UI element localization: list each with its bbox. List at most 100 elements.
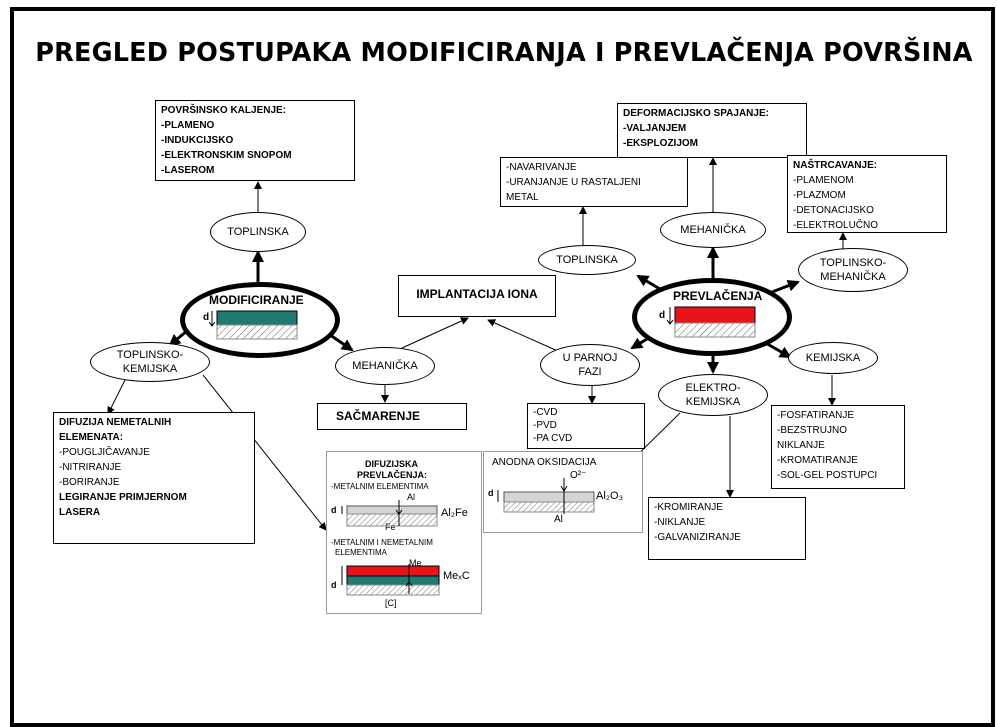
difuzija-item: LEGIRANJE PRIMJERNOM <box>59 492 187 503</box>
mehanicka-left-label: MEHANIČKA <box>352 360 418 372</box>
anodna-layer-icon <box>497 478 595 514</box>
nastrcavanje-item: -DETONACIJSKO <box>793 205 874 216</box>
difuzija-item: -NITRIRANJE <box>59 462 122 473</box>
fosfatiranje-box: -FOSFATIRANJE -BEZSTRUJNO NIKLANJE -KROM… <box>771 405 905 489</box>
difuzijska-mexc-layer-icon <box>341 564 440 596</box>
difuzijska-metalnim-label: -METALNIM ELEMENTIMA <box>331 482 429 491</box>
arrow-mehanicka-implantacija <box>401 317 469 349</box>
modificiranje-layer-icon <box>209 310 298 340</box>
prevlacenja-node: PREVLAČENJA d <box>632 278 792 356</box>
toplinska-right-label: TOPLINSKA <box>556 254 618 266</box>
deformacijsko-item: -VALJANJEM <box>623 123 687 134</box>
povrsinsko-kaljenje-item: -ELEKTRONSKIM SNOPOM <box>161 150 292 161</box>
difuzijska-title-1: DIFUZIJSKA <box>365 459 419 469</box>
difuzijska-fe-label: Fe <box>385 522 396 532</box>
navarivanje-item: -NAVARIVANJE <box>506 162 577 173</box>
u-parnoj-fazi-label-2: FAZI <box>578 366 602 378</box>
kemijska-node: KEMIJSKA <box>788 342 878 374</box>
difuzija-item: -POUGLJIČAVANJE <box>59 447 150 458</box>
difuzijska-al2fe-label: Al₂Fe <box>441 507 468 519</box>
modificiranje-label: MODIFICIRANJE <box>209 293 304 307</box>
difuzijska-c-label: [C] <box>385 598 397 608</box>
difuzija-title: ELEMENATA: <box>59 432 124 443</box>
modificiranje-d-label: d <box>203 312 210 323</box>
difuzija-box: DIFUZIJA NEMETALNIH ELEMENATA: -POUGLJIČ… <box>53 412 255 544</box>
kromiranje-item: -NIKLANJE <box>654 517 706 528</box>
difuzijska-d-label-1: d <box>331 505 337 515</box>
deformacijsko-item: -EKSPLOZIJOM <box>623 138 699 149</box>
povrsinsko-kaljenje-title: POVRŠINSKO KALJENJE: <box>161 105 287 116</box>
arrow-tk-difuzijska <box>202 374 327 531</box>
difuzijska-al2fe-layer-icon <box>341 500 438 527</box>
difuzijska-al-label: Al <box>407 492 416 502</box>
nastrcavanje-item: -PLAMENOM <box>793 175 854 186</box>
cvd-box: -CVD -PVD -PA CVD <box>527 403 645 449</box>
nastrcavanje-title: NAŠTRCAVANJE: <box>793 160 878 171</box>
anodna-title: ANODNA OKSIDACIJA <box>492 457 597 468</box>
navarivanje-item: -URANJANJE U RASTALJENI <box>506 177 641 188</box>
nastrcavanje-item: -PLAZMOM <box>793 190 846 201</box>
kromiranje-item: -GALVANIZIRANJE <box>654 532 741 543</box>
difuzijska-title-2: PREVLAČENJA: <box>357 470 428 480</box>
elektrokemijska-node: ELEKTRO- KEMIJSKA <box>658 374 768 416</box>
sacmarenje-label: SAČMARENJE <box>336 409 421 423</box>
difuzija-item: LASERA <box>59 507 101 518</box>
sacmarenje-box: SAČMARENJE <box>317 403 467 430</box>
difuzija-item: -BORIRANJE <box>59 477 120 488</box>
implantacija-iona-box: IMPLANTACIJA IONA <box>398 275 556 317</box>
arrow-tk-difuzija <box>107 379 126 415</box>
prevlacenja-layer-icon <box>667 306 756 338</box>
difuzijska-d-label-2: d <box>331 580 337 590</box>
toplinsko-mehanicka-label-2: MEHANIČKA <box>820 271 886 283</box>
mehanicka-right-node: MEHANIČKA <box>660 212 766 248</box>
anodna-d-label: d <box>488 488 494 498</box>
difuzija-title: DIFUZIJA NEMETALNIH <box>59 417 172 428</box>
deformacijsko-spajanje-box: DEFORMACIJSKO SPAJANJE: -VALJANJEM -EKSP… <box>617 103 807 158</box>
toplinsko-mehanicka-node: TOPLINSKO- MEHANIČKA <box>798 248 908 292</box>
prevlacenja-label: PREVLAČENJA <box>673 289 763 303</box>
fosfatiranje-item: -FOSFATIRANJE <box>777 410 855 421</box>
mehanicka-left-node: MEHANIČKA <box>335 347 435 385</box>
implantacija-iona-label: IMPLANTACIJA IONA <box>416 287 538 301</box>
difuzijska-nemetalnim-label-1: -METALNIM I NEMETALNIM <box>331 538 433 547</box>
fosfatiranje-item: -BEZSTRUJNO <box>777 425 847 436</box>
navarivanje-box: -NAVARIVANJE -URANJANJE U RASTALJENI MET… <box>500 157 688 207</box>
toplinska-left-node: TOPLINSKA <box>210 212 306 252</box>
povrsinsko-kaljenje-box: POVRŠINSKO KALJENJE: -PLAMENO -INDUKCIJS… <box>155 100 355 181</box>
difuzijska-mexc-label: MeₓC <box>443 570 470 582</box>
mehanicka-right-label: MEHANIČKA <box>680 224 746 236</box>
arrow-parna-implantacija <box>487 319 561 353</box>
kemijska-label: KEMIJSKA <box>805 352 861 364</box>
povrsinsko-kaljenje-item: -PLAMENO <box>161 120 215 131</box>
toplinsko-kemijska-label-2: KEMIJSKA <box>122 363 178 375</box>
cvd-item: -PVD <box>533 420 557 431</box>
povrsinsko-kaljenje-item: -INDUKCIJSKO <box>161 135 234 146</box>
u-parnoj-fazi-node: U PARNOJ FAZI <box>540 344 640 386</box>
fosfatiranje-item: -KROMATIRANJE <box>777 455 858 466</box>
difuzijska-me-label: Me <box>409 558 422 568</box>
elektrokemijska-label-1: ELEKTRO- <box>685 382 741 394</box>
cvd-item: -CVD <box>533 407 558 418</box>
u-parnoj-fazi-label-1: U PARNOJ <box>562 352 618 364</box>
page-title: PREGLED POSTUPAKA MODIFICIRANJA I PREVLA… <box>35 38 973 68</box>
prevlacenja-d-label: d <box>659 310 666 321</box>
nastrcavanje-box: NAŠTRCAVANJE: -PLAMENOM -PLAZMOM -DETONA… <box>787 155 947 233</box>
modificiranje-node: MODIFICIRANJE d <box>180 282 340 358</box>
povrsinsko-kaljenje-item: -LASEROM <box>161 165 215 176</box>
anodna-oksidacija-figure: ANODNA OKSIDACIJA O²⁻ Al₂O₃ d Al <box>483 451 643 533</box>
anodna-al2o3-label: Al₂O₃ <box>596 490 624 502</box>
toplinska-left-label: TOPLINSKA <box>227 226 289 238</box>
toplinsko-mehanicka-label-1: TOPLINSKO- <box>819 257 887 269</box>
kromiranje-box: -KROMIRANJE -NIKLANJE -GALVANIZIRANJE <box>648 497 806 560</box>
toplinska-right-node: TOPLINSKA <box>538 245 636 275</box>
arrow-prev-toplinsko-mehanicka <box>771 279 800 294</box>
deformacijsko-title: DEFORMACIJSKO SPAJANJE: <box>623 108 769 119</box>
nastrcavanje-item: -ELEKTROLUČNO <box>793 220 879 231</box>
difuzijska-prevlacenja-figure: DIFUZIJSKA PREVLAČENJA: -METALNIM ELEMEN… <box>326 451 482 614</box>
anodna-al-label: Al <box>554 514 563 525</box>
toplinsko-kemijska-node: TOPLINSKO-KEMIJSKA <box>90 342 210 382</box>
kromiranje-item: -KROMIRANJE <box>654 502 723 513</box>
elektrokemijska-label-2: KEMIJSKA <box>685 396 741 408</box>
difuzijska-nemetalnim-label-2: ELEMENTIMA <box>335 548 388 557</box>
cvd-item: -PA CVD <box>533 433 573 444</box>
